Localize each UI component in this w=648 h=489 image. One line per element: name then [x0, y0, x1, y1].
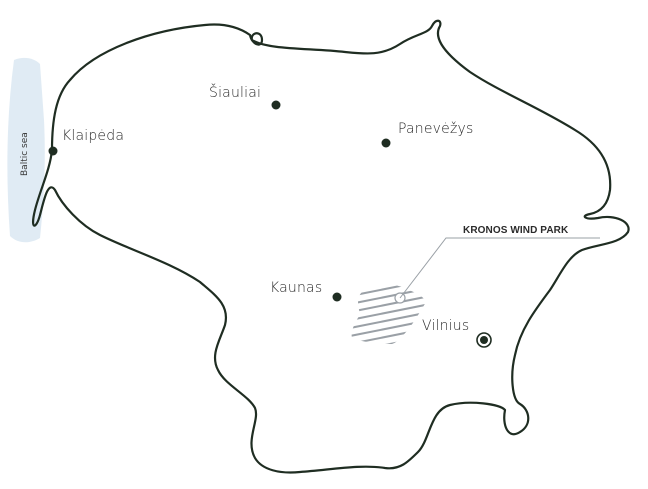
- wind-park-label: KRONOS WIND PARK: [463, 225, 569, 236]
- city-label-kaunas: Kaunas: [270, 280, 323, 296]
- kronos-wind-park-area: [351, 284, 426, 344]
- city-label-vilnius: Vilnius: [422, 318, 470, 334]
- lithuania-border: [32, 19, 630, 474]
- city-dot-klaipeda: [48, 146, 58, 156]
- wind-park-leader-line: [399, 237, 600, 299]
- city-label-siauliai: Šiauliai: [209, 85, 262, 101]
- baltic-sea-area: [7, 57, 45, 243]
- baltic-sea-label: Baltic sea: [20, 132, 30, 176]
- city-dot-siauliai: [271, 100, 281, 110]
- city-label-panevezys: Panevėžys: [398, 121, 474, 137]
- city-dot-kaunas: [332, 292, 342, 302]
- city-dot-panevezys: [381, 138, 391, 148]
- city-label-klaipeda: Klaipėda: [62, 128, 125, 144]
- capital-marker-vilnius: [476, 332, 492, 348]
